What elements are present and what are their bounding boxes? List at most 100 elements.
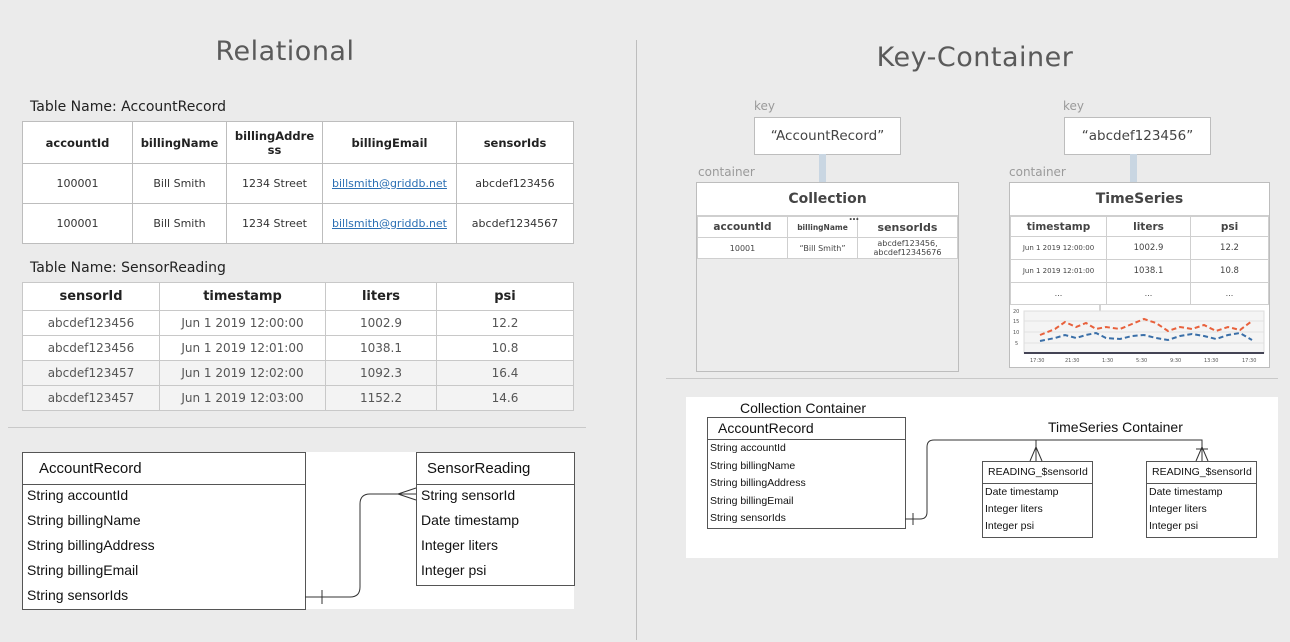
erd-field: String billingName: [27, 512, 141, 528]
collection-table: accountId billingName … sensorIds 10001 …: [697, 212, 958, 259]
table-cell: Bill Smith: [132, 203, 227, 244]
erd-field: Integer liters: [1149, 503, 1207, 515]
table-cell: 12.2: [1190, 236, 1269, 260]
keycontainer-erd: Collection Container TimeSeries Containe…: [686, 397, 1278, 558]
table-cell: Jun 1 2019 12:02:00: [159, 360, 326, 386]
erd-field: String billingAddress: [710, 477, 806, 489]
section-divider: [666, 378, 1278, 379]
table-cell: abcdef123456: [456, 163, 574, 204]
erd-field: String sensorIds: [710, 512, 786, 524]
table-cell: 12.2: [436, 310, 574, 336]
table-cell: 1234 Street: [226, 163, 323, 204]
collection-container: Collection accountId billingName … senso…: [696, 182, 959, 372]
table-row: Jun 1 2019 12:01:00 1038.1 10.8: [1010, 259, 1269, 283]
table-cell: Jun 1 2019 12:01:00: [1010, 259, 1107, 283]
timeseries-container-label: TimeSeries Container: [1048, 419, 1183, 435]
table-cell: Jun 1 2019 12:00:00: [1010, 236, 1107, 260]
table-cell: 1152.2: [325, 385, 437, 411]
table-cell: 1038.1: [1106, 259, 1191, 283]
erd-entity-title: SensorReading: [417, 453, 574, 485]
table-cell: 14.6: [436, 385, 574, 411]
table-cell: 10001: [697, 237, 788, 259]
relational-erd: AccountRecord String accountId String bi…: [22, 452, 575, 610]
account-header: sensorIds: [456, 121, 574, 164]
keycontainer-title: Key-Container: [876, 42, 1074, 73]
table-cell: Jun 1 2019 12:03:00: [159, 385, 326, 411]
erd-field: String sensorIds: [27, 587, 129, 603]
table-cell: 16.4: [436, 360, 574, 386]
table-row: abcdef123457 Jun 1 2019 12:02:00 1092.3 …: [22, 360, 574, 386]
center-divider: [636, 40, 637, 640]
erd-field: String accountId: [710, 442, 786, 454]
table-cell: 1038.1: [325, 335, 437, 361]
sensor-header: timestamp: [159, 282, 326, 311]
collection-container-label: Collection Container: [740, 400, 867, 416]
erd-field: String billingAddress: [27, 537, 155, 553]
account-header: billingAddress: [226, 121, 323, 164]
erd-field: Date timestamp: [1149, 486, 1223, 498]
account-header: accountId: [22, 121, 133, 164]
table-cell: “Bill Smith”: [787, 237, 858, 259]
sensor-header: sensorId: [22, 282, 160, 311]
ellipsis-label: …: [849, 212, 859, 223]
timeseries-chart: 20 15 10 5 17:30 21:30 1:30 5:30 9:30 13…: [1013, 305, 1265, 364]
relational-title: Relational: [215, 36, 355, 67]
table-row: 100001 Bill Smith 1234 Street billsmith@…: [22, 163, 574, 204]
erd-entity-title: AccountRecord: [23, 453, 305, 485]
erd-relationship-connector: [905, 439, 1209, 525]
table-cell: abcdef123457: [22, 360, 160, 386]
erd-field: String billingEmail: [710, 495, 794, 507]
timeseries-container: TimeSeries timestamp liters psi Jun 1 20…: [1009, 182, 1270, 368]
container-label: container: [698, 165, 755, 179]
table-cell: 1092.3: [325, 360, 437, 386]
collection-header: accountId: [697, 216, 788, 238]
account-table-caption: Table Name: AccountRecord: [30, 99, 227, 115]
container-label: container: [1009, 165, 1066, 179]
collection-header: billingName …: [787, 212, 859, 238]
account-table: accountId billingName billingAddress bil…: [22, 121, 574, 244]
erd-sensor-entity: SensorReading String sensorId Date times…: [416, 452, 575, 586]
erd-field: String sensorId: [421, 487, 516, 503]
table-cell: abcdef123456, abcdef12345676: [857, 237, 958, 259]
erd-entity-title: AccountRecord: [708, 418, 905, 440]
x-tick-label: 17:30: [1242, 358, 1256, 364]
timeseries-table: timestamp liters psi Jun 1 2019 12:00:00…: [1010, 216, 1269, 305]
erd-field: Date timestamp: [421, 512, 520, 528]
timeseries-title: TimeSeries: [1010, 183, 1269, 216]
sensor-header: psi: [436, 282, 574, 311]
erd-reading-entity: READING_$sensorId Date timestamp Integer…: [982, 461, 1093, 538]
table-cell: 1234 Street: [226, 203, 323, 244]
email-link[interactable]: billsmith@griddb.net: [332, 177, 447, 190]
erd-field: String accountId: [27, 487, 129, 503]
account-header: billingEmail: [322, 121, 457, 164]
y-tick-label: 15: [1013, 319, 1019, 325]
chart-series-red-line: [1039, 317, 1253, 336]
key-connector: [1130, 154, 1137, 182]
account-key-box: “AccountRecord”: [754, 117, 901, 155]
erd-field: Date timestamp: [985, 486, 1059, 498]
x-tick-label: 5:30: [1136, 358, 1147, 364]
table-cell: abcdef1234567: [456, 203, 574, 244]
timeseries-header: liters: [1106, 216, 1191, 237]
erd-reading-entity: READING_$sensorId Date timestamp Integer…: [1146, 461, 1257, 538]
y-tick-label: 10: [1013, 330, 1019, 336]
key-label: key: [754, 99, 776, 113]
erd-field: Integer psi: [985, 520, 1035, 532]
table-cell: ...: [1010, 282, 1107, 305]
email-link[interactable]: billsmith@griddb.net: [332, 217, 447, 230]
erd-field: Integer psi: [1149, 520, 1199, 532]
erd-field: String billingEmail: [27, 562, 139, 578]
table-cell: ...: [1106, 282, 1191, 305]
key-connector: [819, 154, 826, 182]
collection-title: Collection: [697, 183, 958, 216]
table-cell: 1002.9: [325, 310, 437, 336]
table-cell: 1002.9: [1106, 236, 1191, 260]
sensor-table-caption: Table Name: SensorReading: [30, 260, 226, 276]
x-tick-label: 17:30: [1030, 358, 1044, 364]
section-divider: [8, 427, 586, 428]
x-tick-label: 9:30: [1170, 358, 1181, 364]
sensor-table: sensorId timestamp liters psi abcdef1234…: [22, 282, 574, 411]
y-tick-label: 20: [1013, 309, 1019, 315]
erd-relationship-connector: [305, 487, 417, 604]
table-cell: 100001: [22, 163, 133, 204]
